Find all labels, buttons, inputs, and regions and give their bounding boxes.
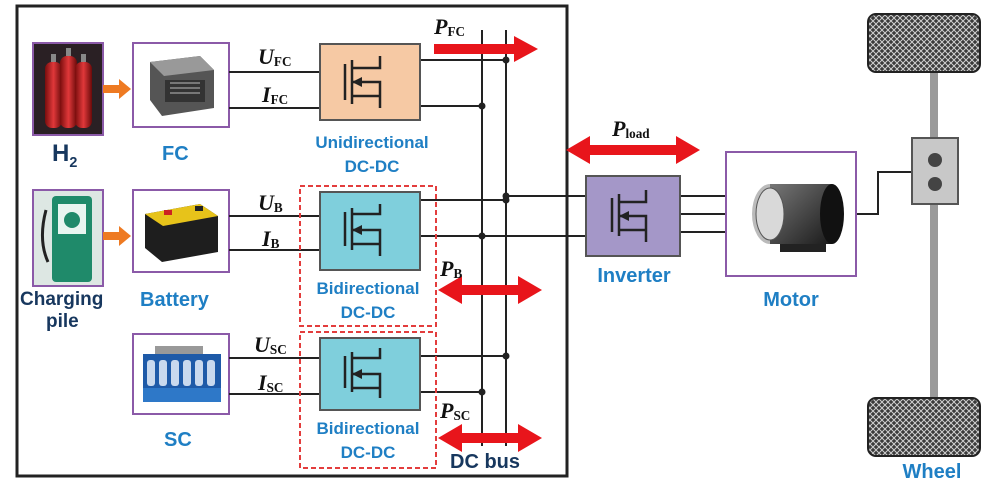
supercapacitor-image [132,333,230,415]
sc-label: SC [164,429,192,451]
bidirectional-b-dashed-frame [299,185,437,327]
p-fc-sub: FC [447,23,466,39]
u-fc-label: UFC [258,44,292,69]
source-wires [229,71,320,395]
p-load-main: P [612,116,626,141]
i-fc-sub: FC [270,91,289,107]
u-fc-sub: FC [273,53,292,69]
inverter-label: Inverter [597,265,671,287]
main-frame [15,4,569,478]
bus-junction-dots [478,56,510,396]
charging-pile-image [32,189,104,287]
charging-pile-label-line1: Charging [20,289,104,310]
wheel-assembly-image [867,13,981,457]
bidirectional-sc-label-line1: Bidirectional [316,419,420,438]
u-sc-label: USC [254,332,287,357]
motor-image [725,151,857,277]
fuel-cell-image [132,42,230,128]
pile-to-battery-arrow [103,226,131,246]
unidirectional-label-line1: Unidirectional [315,133,429,152]
battery-label: Battery [140,289,209,311]
p-sc-label: PSC [440,398,471,423]
h2-label: H2 [52,142,77,170]
u-b-main: U [258,190,274,215]
inverter-box [585,175,681,257]
battery-image [132,189,230,273]
bidirectional-sc-label-line2: DC-DC [340,443,396,462]
fc-label: FC [162,143,189,165]
u-fc-main: U [258,44,274,69]
h2-to-fc-arrow [103,79,131,99]
unidirectional-label-line2: DC-DC [344,157,400,176]
i-sc-main: I [258,370,267,395]
hydrogen-cylinders-image [32,42,104,136]
bidirectional-b-label-line1: Bidirectional [316,279,420,298]
p-b-sub: B [453,265,463,281]
wheel-label: Wheel [902,461,962,483]
i-sc-sub: SC [266,379,284,395]
i-b-label: IB [262,226,280,251]
i-b-main: I [262,226,271,251]
p-b-main: P [440,256,454,281]
bidirectional-sc-dcdc-box [319,337,421,411]
p-load-sub: load [625,125,650,141]
motor-label: Motor [763,289,819,311]
i-sc-label: ISC [258,370,284,395]
bidirectional-sc-dashed-frame [299,331,437,469]
bidirectional-b-dcdc-box [319,191,421,271]
p-sc-main: P [440,398,454,423]
unidirectional-dcdc-box [319,43,421,121]
i-fc-main: I [262,82,271,107]
i-b-sub: B [270,235,280,251]
bidirectional-b-label-line2: DC-DC [340,303,396,322]
p-b-label: PB [440,256,463,281]
h2-label-sub: 2 [69,154,78,171]
h2-label-main: H [52,140,70,167]
charging-pile-label-line2: pile [46,311,79,332]
u-b-sub: B [273,199,283,215]
p-sc-sub: SC [453,407,471,423]
u-b-label: UB [258,190,283,215]
i-fc-label: IFC [262,82,289,107]
p-fc-label: PFC [434,14,466,39]
p-fc-main: P [434,14,448,39]
p-load-label: Pload [612,116,650,141]
u-sc-main: U [254,332,270,357]
power-arrows [434,36,700,452]
u-sc-sub: SC [269,341,287,357]
dc-bus-label: DC bus [450,451,520,473]
